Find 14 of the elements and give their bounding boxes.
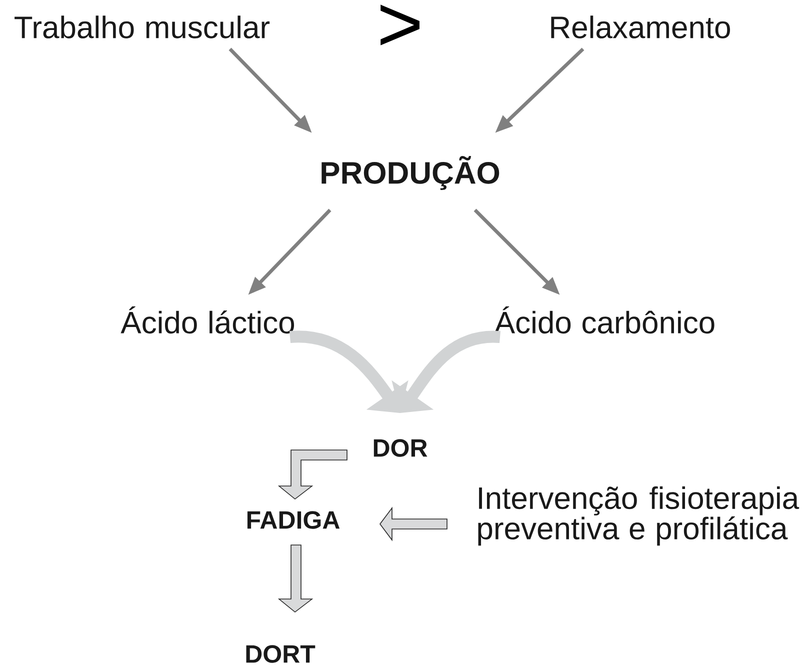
text-label: DOR xyxy=(374,439,428,457)
text-label: Ácido láctico xyxy=(120,306,294,334)
text-label: Trabalho muscular xyxy=(14,16,270,38)
block-arrow xyxy=(278,450,348,500)
block-arrow xyxy=(278,544,314,613)
text-label: Intervenção fisioterapia preventiva e profilática xyxy=(478,486,800,546)
text-label: DORT xyxy=(246,645,316,663)
block-arrow xyxy=(380,506,448,542)
greater-than-sign: > xyxy=(380,4,420,46)
text-label: Relaxamento xyxy=(551,16,730,38)
text-label: Ácido carbônico xyxy=(494,306,714,334)
text-label: PRODUÇÃO xyxy=(322,156,500,190)
text-label: FADIGA xyxy=(247,511,340,529)
curved-arrow xyxy=(290,330,408,413)
